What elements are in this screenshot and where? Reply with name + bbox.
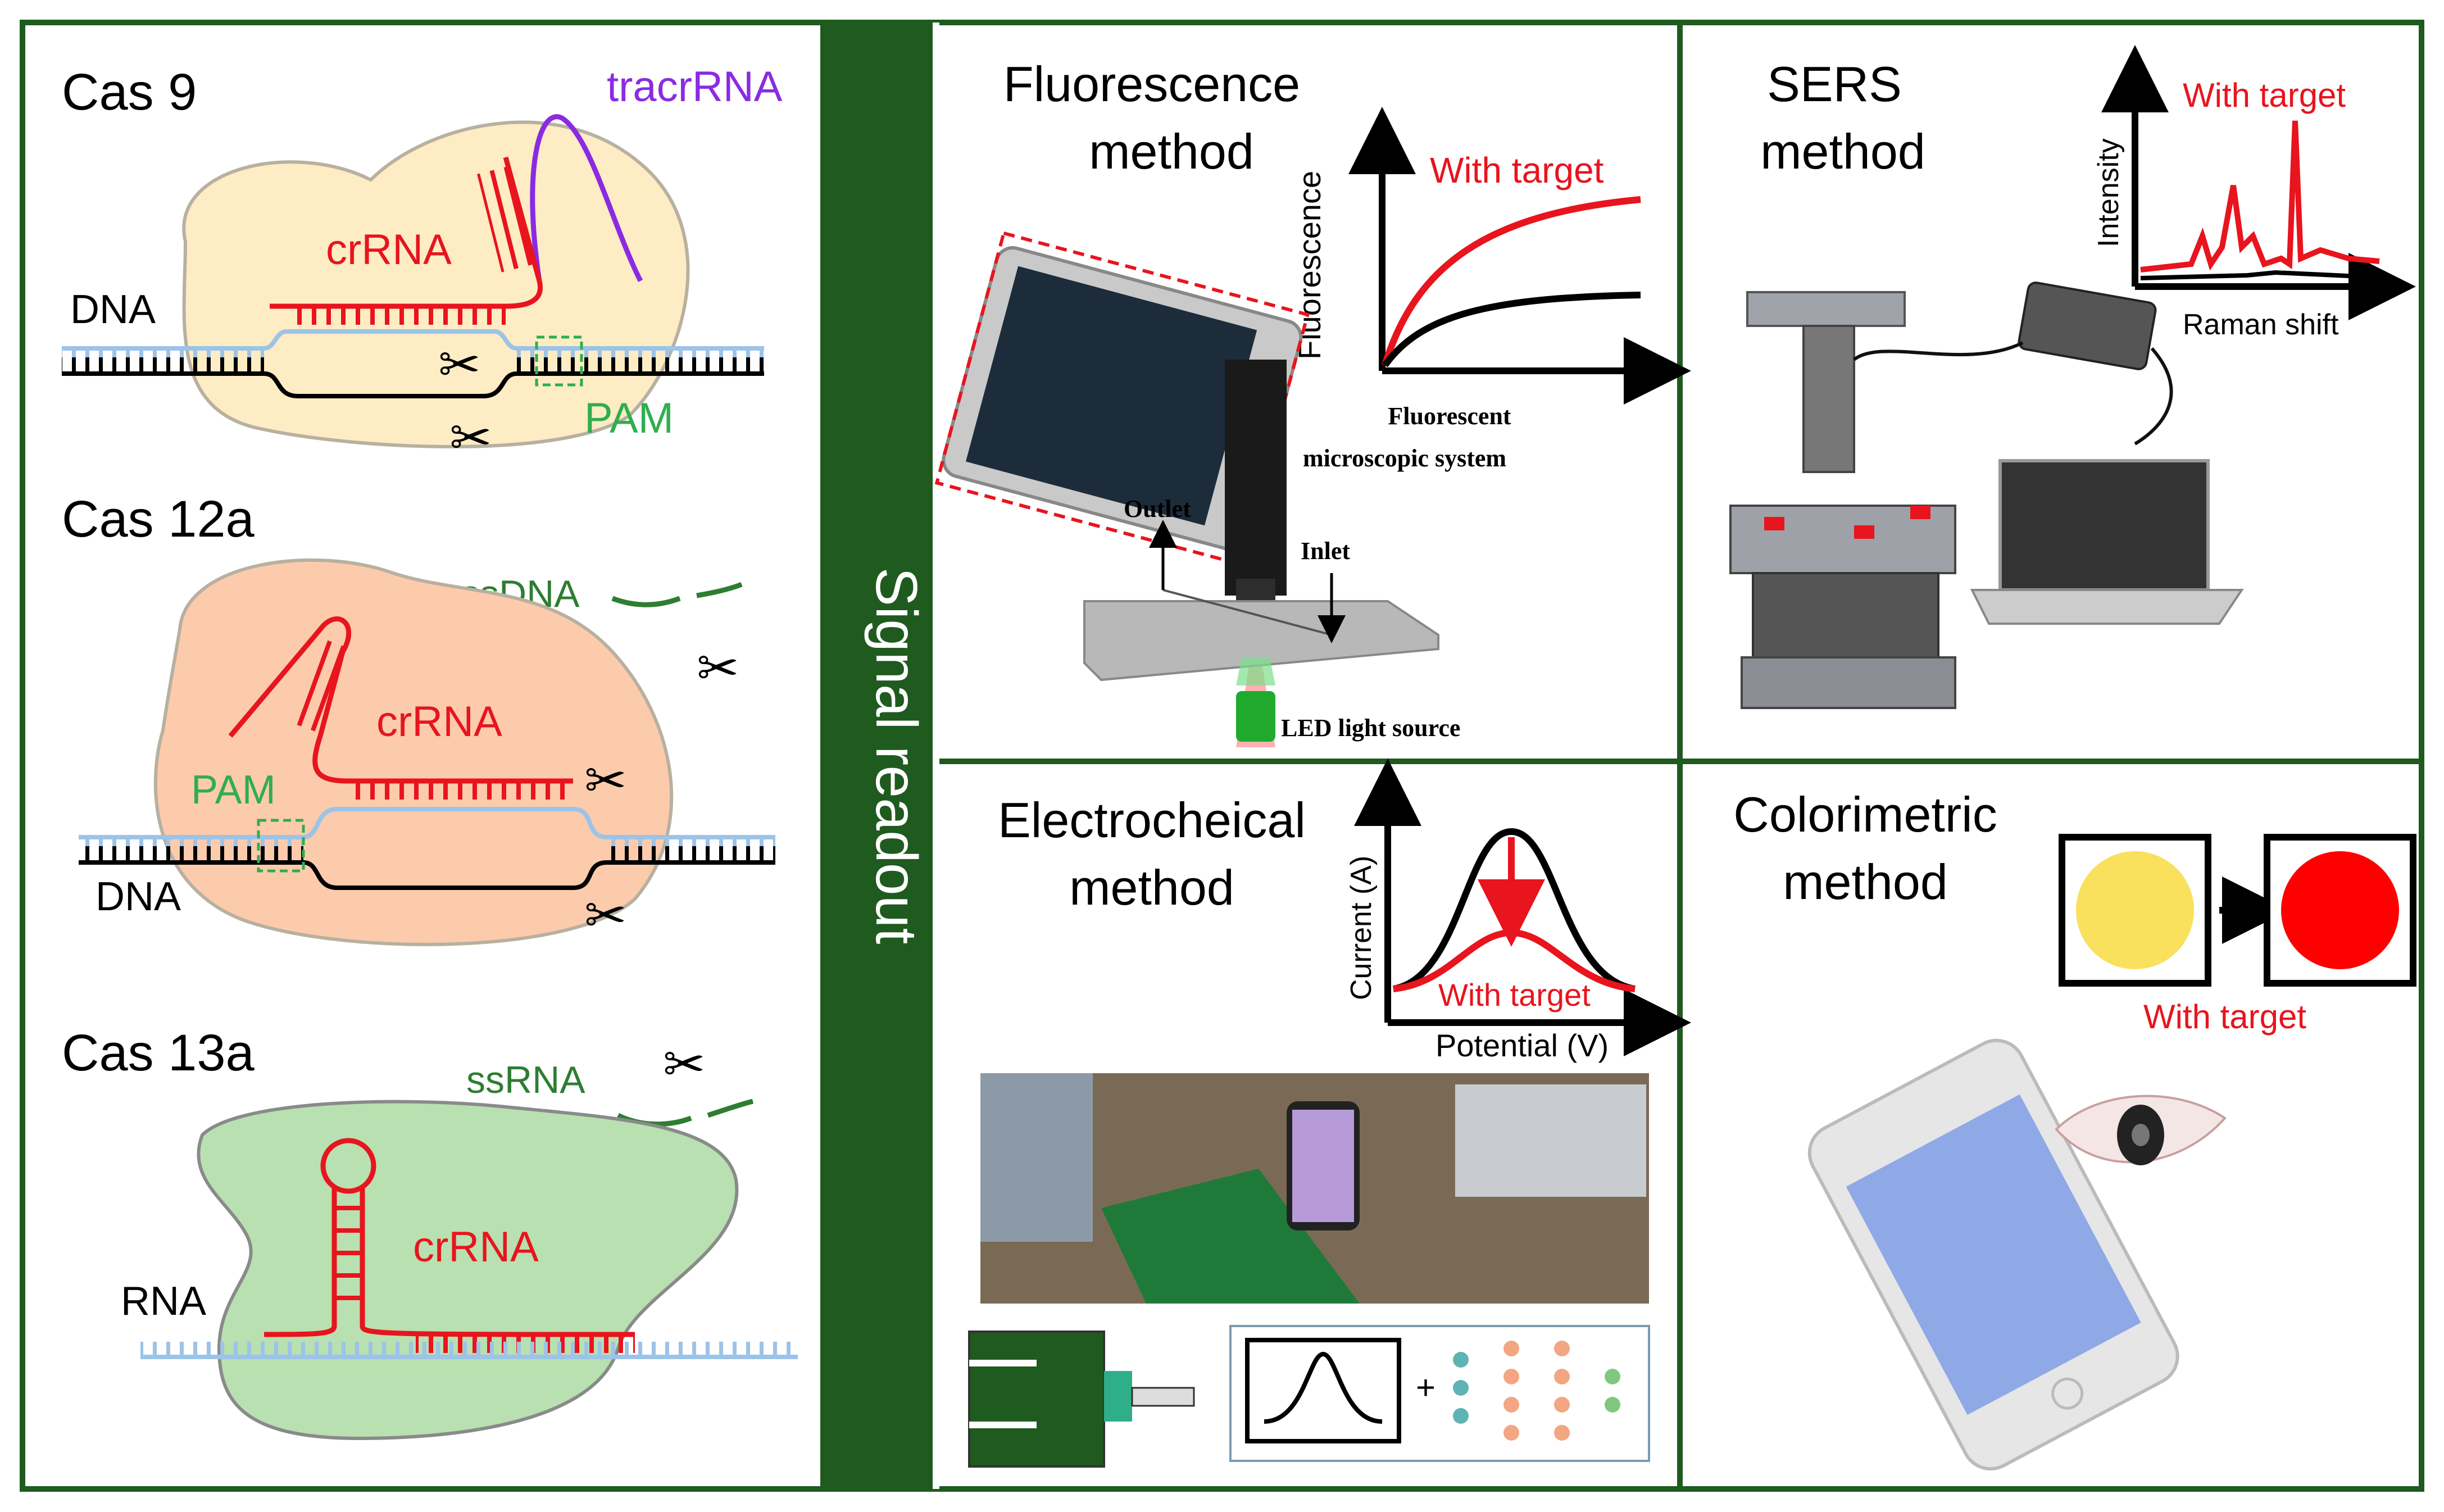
plus-sign: + [1416,1369,1435,1406]
led-light-source [1236,691,1275,742]
smartphone-icon [1807,1038,2179,1471]
cas13a-title: Cas 13a [62,1024,255,1082]
electro-xlabel: Potential (V) [1435,1028,1609,1063]
sers-title-line2: method [1760,124,1925,179]
sers-instrument [1729,291,1956,709]
scissors-icon: ✂ [697,641,739,697]
scissors-icon: ✂ [438,338,480,393]
signal-readout-label: Signal readout [864,567,929,945]
inlet-label: Inlet [1301,537,1350,565]
led-label: LED light source [1281,714,1460,742]
cas12a-pam-box [257,819,305,873]
cas13a-crrna-label: crRNA [413,1223,539,1271]
fluorescence-control-curve [1382,292,1641,367]
cas12a-dna-bottom-strand [79,860,775,890]
tablet-dashed-box [934,231,1310,566]
cas9-pam-label: PAM [584,394,674,442]
sers-title-line1: SERS [1767,56,1902,112]
yellow-dot [2076,851,2194,969]
laptop-base [1970,589,2244,625]
cas9-dna-top-strand [62,329,764,351]
cas13a-crrna-loop [320,1138,376,1194]
colorimetric-panel: Colorimetric method With target [1733,787,2416,1471]
cas9-tracrrna-strand [530,114,643,283]
laptop-screen [1998,459,2210,592]
fluorescence-with-target: With target [1430,150,1604,190]
scissors-icon: ✂ [584,753,626,809]
cas12a-panel: Cas 12a ssDNA ✂ crRNA PAM DNA ✂ ✂ [62,491,775,946]
fluorescence-title-line2: method [1089,124,1254,179]
electro-with-target: With target [1438,977,1591,1012]
scissors-icon: ✂ [584,888,626,944]
cas12a-dna-label: DNA [96,874,181,919]
fluorescence-panel: Fluorescence method Fluorescence With ta… [934,56,1691,747]
electrochemical-panel: Electrocheical method Current (A) Potent… [968,759,1691,1468]
color-title-line2: method [1783,854,1948,910]
microfluidic-chip [1083,600,1439,682]
cas13a-crrna-strand [264,1188,635,1337]
sers-ylabel: Intensity [2092,138,2125,247]
cas13a-panel: Cas 13a ssRNA ✂ crRNA RNA [62,1024,798,1441]
signal-readout-bar [820,22,933,1489]
electrode-chip [968,1331,1105,1468]
sers-control-spectrum [2140,270,2379,280]
outlet-label: Outlet [1124,495,1191,523]
cas12a-pam-label: PAM [191,768,276,812]
cas9-pam-box [535,335,583,387]
spectrometer-device [2018,281,2157,370]
cas13a-rna-label: RNA [121,1279,206,1324]
microscope-body [1225,360,1287,596]
fluorescence-title-line1: Fluorescence [1003,56,1300,112]
cas9-dna-bottom-strand [62,371,764,398]
tablet-screen [966,266,1257,526]
cas9-title: Cas 9 [62,63,197,121]
monitor-icon [1245,1338,1401,1443]
cas12a-ssdna-strand [611,582,743,607]
color-with-target: With target [2143,998,2306,1036]
electro-control-peak [1392,828,1636,992]
cas12a-crrna-label: crRNA [376,698,502,746]
electro-title-line1: Electrocheical [998,792,1306,848]
outer-frame [20,20,2424,1492]
cas12a-dna-top-strand [79,807,775,839]
cas9-crrna-strand [270,156,543,309]
fluorescent-system-line2: microscopic system [1303,444,1506,472]
scissors-icon: ✂ [449,411,492,466]
eye-icon [2055,1095,2227,1165]
cas9-crrna-label: crRNA [326,226,452,274]
cas9-tracrrna-label: tracrRNA [607,63,783,111]
sers-xlabel: Raman shift [2183,308,2339,341]
cas9-dna-label: DNA [70,287,156,332]
sers-with-target: With target [2183,76,2346,114]
sers-panel: SERS method Intensity Raman shift With t… [1729,45,2416,709]
color-title-line1: Colorimetric [1733,787,1997,842]
cas12a-title: Cas 12a [62,491,255,548]
fluorescent-system-line1: Fluorescent [1388,402,1511,430]
fluorescence-target-curve [1382,196,1641,366]
cas13a-ssrna-label: ssRNA [466,1059,585,1101]
sers-target-spectrum [2140,120,2380,273]
cas9-panel: Cas 9 tracrRNA crRNA DNA PAM ✂ ✂ [62,63,783,466]
electro-title-line2: method [1069,860,1234,915]
electro-ylabel: Current (A) [1345,856,1378,1000]
red-dot [2281,851,2399,969]
scissors-icon: ✂ [663,1037,705,1093]
neural-network-icon [1453,1341,1620,1441]
